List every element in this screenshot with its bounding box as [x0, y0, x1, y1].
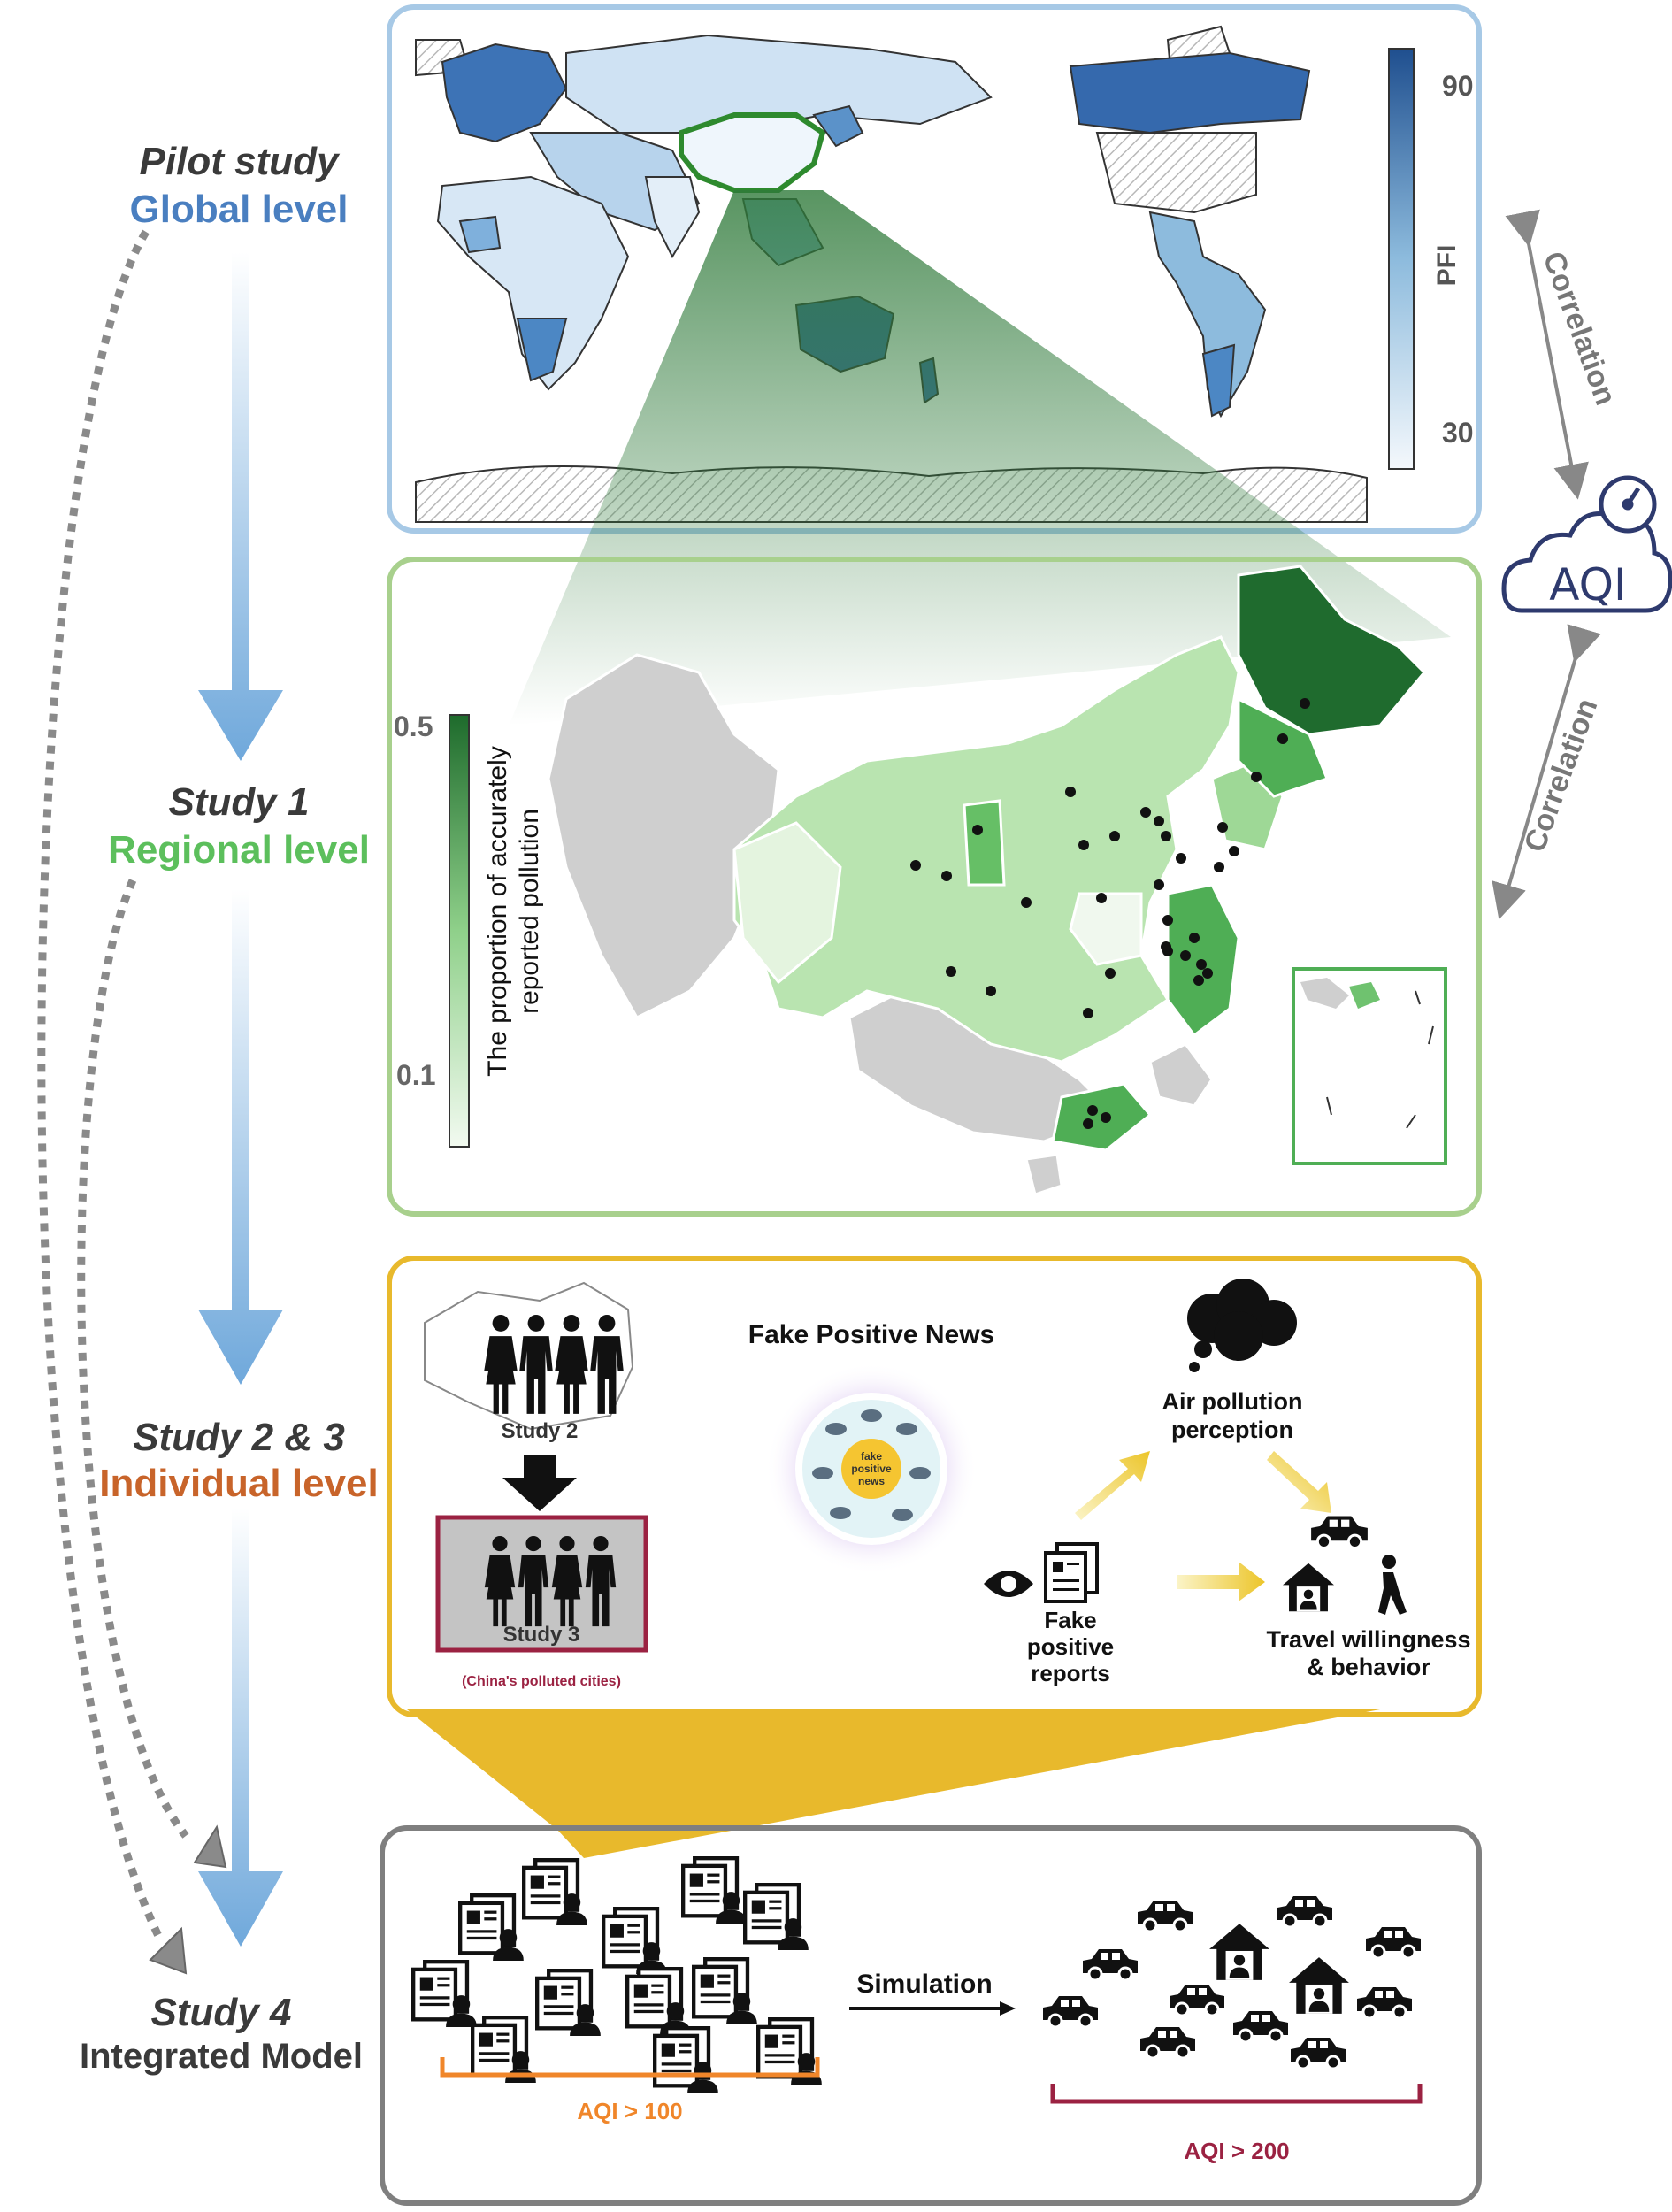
city-dots: [910, 698, 1310, 1129]
news-report-icons: [413, 1858, 822, 2093]
china-highlight: [679, 112, 826, 193]
study1-subtitle: Regional level: [108, 828, 370, 872]
pfi-min-label: 30: [1442, 417, 1474, 449]
thought-cloud-icon: [1187, 1279, 1297, 1372]
correlation-label-top: Correlation: [1536, 248, 1622, 410]
integrated-panel: AQI > 100 Simulation AQI > 200: [380, 1825, 1482, 2206]
study1-title: Study 1: [168, 780, 310, 824]
study23-title: Study 2 & 3: [133, 1416, 345, 1459]
travel-icons: [1041, 1894, 1423, 2070]
zoom-funnel: [407, 1709, 1380, 1858]
study3-label: Study 3: [503, 1623, 580, 1647]
aqi-icon-label: AQI: [1549, 559, 1626, 611]
fake-reports-line1: Fake: [1044, 1607, 1096, 1633]
pilot-study-subtitle: Global level: [129, 188, 349, 231]
dashed-arrowhead-pilot: [149, 1926, 188, 1975]
proportion-axis-label-line2: reported pollution: [515, 809, 544, 1014]
proportion-max-label: 0.5: [394, 710, 433, 742]
walking-person-icon: [1378, 1555, 1407, 1615]
proportion-min-label: 0.1: [396, 1059, 435, 1091]
study2-label: Study 2: [502, 1419, 579, 1443]
arrow-regional-to-individual: [198, 889, 283, 1385]
correlation-label-bottom: Correlation: [1518, 695, 1605, 856]
pfi-colorbar: [1388, 48, 1415, 470]
study4-subtitle: Integrated Model: [79, 2037, 364, 2076]
air-pollution-line2: perception: [1171, 1417, 1293, 1443]
simulation-label: Simulation: [856, 1970, 992, 1999]
proportion-colorbar: [449, 714, 470, 1148]
aqi-cloud-icon: [1501, 475, 1672, 613]
study23-subtitle: Individual level: [99, 1462, 379, 1505]
badge-line3: news: [858, 1475, 885, 1487]
pfi-axis-label: PFI: [1432, 245, 1461, 287]
proportion-axis-label-line1: The proportion of accurately: [483, 746, 512, 1077]
flow-arrows: [198, 252, 283, 1947]
aqi-low-label: AQI > 100: [577, 2098, 682, 2124]
regional-map-panel: 0.5 0.1 The proportion of accurately rep…: [387, 557, 1482, 1217]
dashed-arrowhead-study1: [193, 1824, 227, 1869]
fake-news-sun: [841, 1439, 901, 1499]
arrow-individual-to-integrated: [198, 1509, 283, 1947]
fake-news-title: Fake Positive News: [748, 1320, 994, 1349]
dashed-arrow-pilot: [37, 229, 164, 1939]
pfi-max-label: 90: [1442, 70, 1474, 102]
report-icon: [1044, 1542, 1099, 1603]
travel-line2: & behavior: [1307, 1654, 1430, 1680]
badge-line2: positive: [851, 1463, 892, 1475]
zoom-beam: [509, 190, 1451, 726]
correlation-group: Correlation Correlation AQI: [1492, 209, 1672, 920]
dashed-arrow-study1: [77, 879, 189, 1839]
arrow-global-to-regional: [198, 252, 283, 761]
air-pollution-line1: Air pollution: [1162, 1388, 1303, 1415]
study4-title: Study 4: [150, 1991, 292, 2034]
pilot-study-title: Pilot study: [139, 140, 339, 183]
travel-line1: Travel willingness: [1266, 1626, 1470, 1653]
badge-line1: fake: [861, 1450, 882, 1463]
fake-reports-line2: positive: [1027, 1633, 1114, 1660]
fake-reports-line3: reports: [1031, 1660, 1110, 1686]
dashed-arrows: [37, 229, 189, 1939]
eye-icon: [984, 1571, 1033, 1597]
weather-icons: [812, 1409, 931, 1521]
polluted-cities-label: (China's polluted cities): [462, 1674, 621, 1689]
aqi-high-label: AQI > 200: [1184, 2138, 1289, 2164]
individual-panel: Study 2 Study 3 (China's polluted cities…: [387, 1256, 1482, 1717]
